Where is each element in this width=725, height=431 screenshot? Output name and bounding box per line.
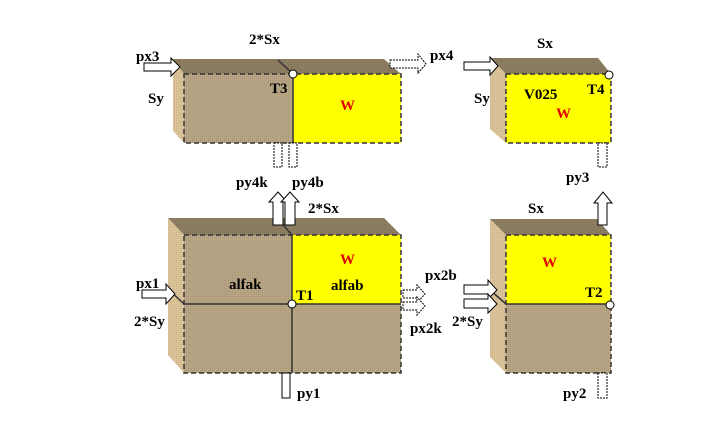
px4-label: px4 xyxy=(430,48,454,64)
py4b-label: py4b xyxy=(292,175,324,191)
block-front-tan xyxy=(184,74,293,143)
width-label: 2*Sx xyxy=(308,201,339,217)
arrow-px3-icon xyxy=(143,56,181,78)
block-side-face xyxy=(490,219,506,373)
height-label: 2*Sy xyxy=(452,314,483,330)
block-bottom-right: Sx 2*Sy T2 W py2 xyxy=(452,191,615,402)
node-label-t1: T1 xyxy=(296,288,314,304)
py1-label: py1 xyxy=(297,386,320,402)
width-label: 2*Sx xyxy=(249,32,280,48)
block-front-yellow xyxy=(293,74,401,143)
node-label-t3: T3 xyxy=(270,81,288,97)
name-label: V025 xyxy=(524,87,557,103)
width-label: Sx xyxy=(537,36,553,52)
height-label: Sy xyxy=(474,91,490,107)
height-label: Sy xyxy=(148,91,164,107)
width-label: Sx xyxy=(528,201,544,217)
block-front-yellow xyxy=(292,235,401,304)
w-label: W xyxy=(556,106,571,122)
arrow-px1-icon xyxy=(141,282,176,306)
arrow-py4b-icon xyxy=(279,191,301,226)
w-label: W xyxy=(542,255,557,271)
arrow-px2k-icon xyxy=(402,295,426,317)
alfab-label: alfab xyxy=(331,278,364,294)
node-t2 xyxy=(605,300,615,310)
px2b-label: px2b xyxy=(425,268,457,284)
px2k-label: px2k xyxy=(410,321,442,337)
arrow-py1-icon xyxy=(281,372,291,399)
arrow-py4b-stem-icon xyxy=(288,142,298,168)
arrow-py3-icon xyxy=(592,191,614,226)
arrow-px2k-in-icon xyxy=(463,292,498,315)
py4k-label: py4k xyxy=(236,175,268,191)
block-front-yellow xyxy=(506,74,611,143)
node-t1 xyxy=(287,299,297,309)
block-bottom-left: 2*Sx 2*Sy T1 W alfak alfab px1 py4k py4b… xyxy=(134,175,457,402)
py2-label: py2 xyxy=(563,386,586,402)
py3-label: py3 xyxy=(566,170,589,186)
alfak-label: alfak xyxy=(229,277,262,293)
arrow-py4k-stem-icon xyxy=(273,142,283,168)
block-top-face xyxy=(490,219,611,235)
block-outline xyxy=(505,73,612,144)
block-top-left: 2*Sx Sy T3 W px3 xyxy=(136,32,427,168)
block-side-face xyxy=(173,59,184,143)
block-top-right: Sx Sy V025 T4 W px4 py3 xyxy=(430,36,614,186)
w-label: W xyxy=(340,98,355,114)
block-top-face xyxy=(490,58,611,74)
arrow-px2b-icon xyxy=(402,283,426,305)
block-top-face xyxy=(173,59,401,74)
arrow-px4-out-icon xyxy=(389,52,427,75)
px1-label: px1 xyxy=(136,276,159,292)
node-label-t4: T4 xyxy=(587,82,605,98)
arrow-py3-stem-icon xyxy=(597,142,608,168)
node-t3 xyxy=(288,69,298,79)
px3-label: px3 xyxy=(136,49,159,65)
block-front-yellow xyxy=(506,235,611,304)
block-side-face xyxy=(490,58,506,143)
arrow-px4-in-icon xyxy=(463,55,499,77)
node-label-t2: T2 xyxy=(585,285,603,301)
w-label: W xyxy=(340,252,355,268)
arrow-py2-icon xyxy=(597,372,608,399)
height-label: 2*Sy xyxy=(134,314,165,330)
node-t4 xyxy=(604,70,614,80)
